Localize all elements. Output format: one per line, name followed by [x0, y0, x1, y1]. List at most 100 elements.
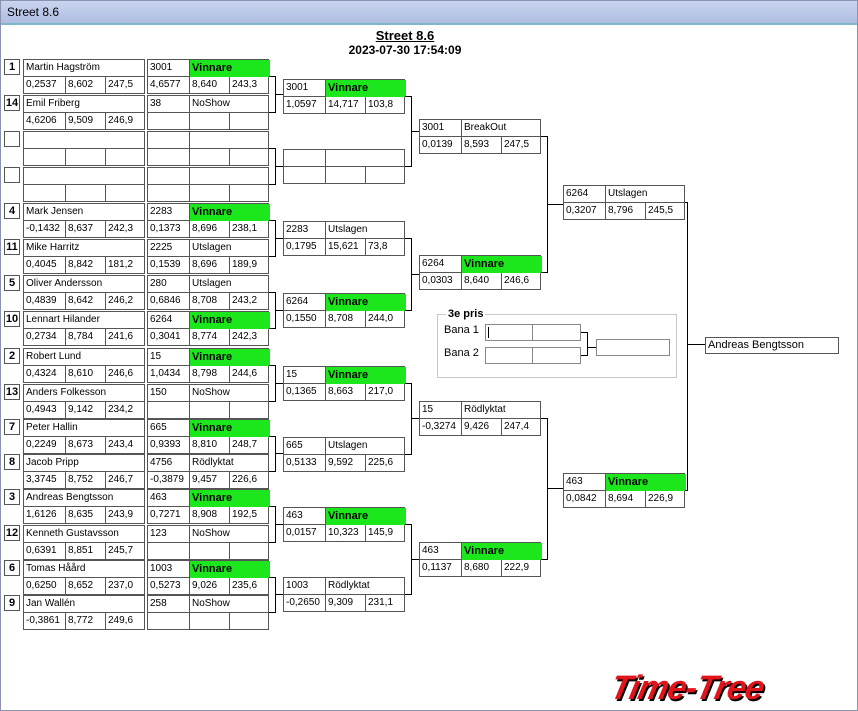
seed-number: [4, 167, 20, 183]
speed: 217,0: [365, 384, 406, 401]
bracket-line: [405, 454, 411, 455]
car-number: 2225: [150, 242, 173, 253]
elapsed-time: 8,796: [605, 203, 645, 220]
reaction-time: 0,4943: [26, 404, 57, 415]
elapsed-time: 8,602: [65, 77, 105, 94]
elapsed-time: 9,142: [65, 402, 105, 419]
round1-entry[interactable]: [23, 131, 145, 166]
seed-number: 8: [4, 454, 20, 470]
round1-entry-top: Kenneth Gustavsson: [24, 526, 144, 543]
speed: 231,1: [365, 595, 406, 612]
elapsed-time: [189, 185, 229, 202]
round3-entry[interactable]: [283, 149, 405, 184]
car-number: 4756: [150, 457, 173, 468]
reaction-time: 0,2734: [26, 331, 57, 342]
bracket-line: [269, 76, 275, 77]
speed: 244,0: [365, 311, 406, 328]
reaction-time: 0,3041: [150, 331, 181, 342]
speed: 245,5: [645, 203, 686, 220]
lane2-entry[interactable]: [485, 347, 581, 364]
reaction-time: 3,3745: [26, 474, 57, 485]
reaction-time: [148, 149, 189, 166]
reaction-time: 0,0303: [422, 275, 453, 286]
round2-entry-top: [148, 168, 268, 185]
round1-entry[interactable]: [23, 167, 145, 202]
bracket-line: [411, 383, 412, 455]
lane2-label: Bana 2: [444, 347, 479, 359]
elapsed-time: 8,610: [65, 366, 105, 383]
seed-number: 13: [4, 384, 20, 400]
status-label: Vinnare: [189, 60, 270, 77]
bracket-line: [276, 383, 283, 384]
title-bar[interactable]: Street 8.6: [1, 1, 857, 25]
round1-entry-top: Peter Hallin: [24, 420, 144, 437]
round2-entry[interactable]: [147, 167, 269, 202]
elapsed-time: 8,810: [189, 437, 229, 454]
bracket-line: [276, 594, 283, 595]
elapsed-time: 8,696: [189, 221, 229, 238]
lane1-entry[interactable]: [485, 324, 581, 341]
round2-entry[interactable]: [147, 131, 269, 166]
speed: 222,9: [501, 560, 542, 577]
round1-entry-top: Mark Jensen: [24, 204, 144, 221]
speed: 73,8: [365, 239, 406, 256]
speed: 247,5: [105, 77, 146, 94]
driver-name: Jan Wallén: [26, 598, 76, 609]
speed: 241,6: [105, 329, 146, 346]
third-place-result[interactable]: [596, 339, 670, 356]
status-label: [189, 132, 270, 149]
reaction-time: 1,0434: [150, 368, 181, 379]
window-title: Street 8.6: [7, 5, 60, 19]
elapsed-time: 8,752: [65, 472, 105, 489]
